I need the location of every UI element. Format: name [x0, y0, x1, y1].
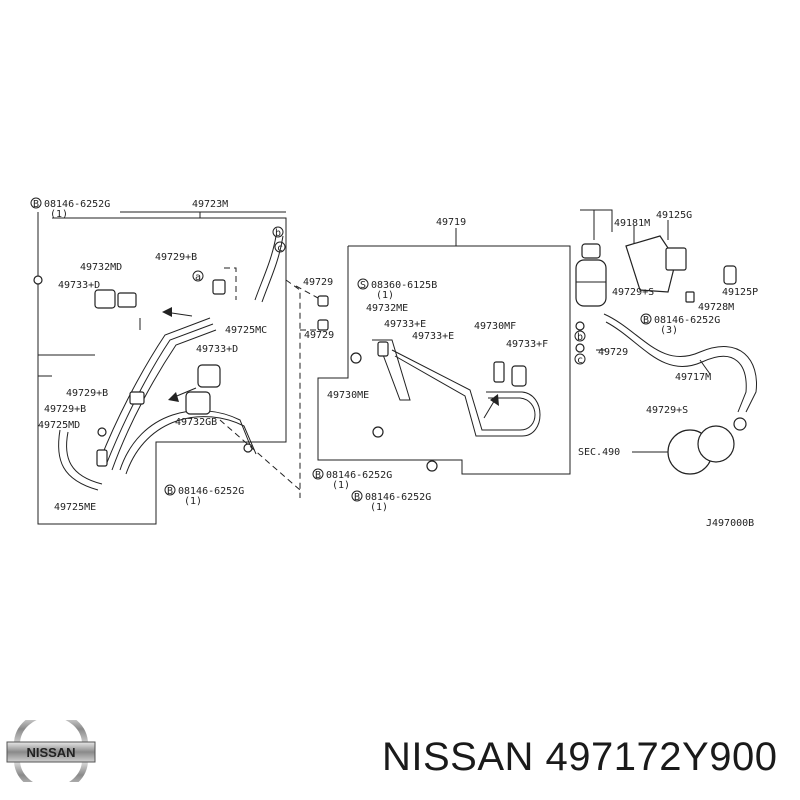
left-assembly: [33, 211, 301, 525]
mark-b: B: [33, 199, 39, 210]
part-label: 49732MD: [80, 262, 122, 273]
callout-letter: a: [195, 272, 201, 283]
part-label: 49732GB: [175, 417, 217, 428]
part-label: 08360-6125B: [371, 280, 437, 291]
callout-letter: c: [577, 355, 583, 366]
callout-letter: b: [275, 228, 281, 239]
part-label: 49733+D: [196, 344, 238, 355]
part-label: 49729+B: [155, 252, 197, 263]
part-label: 49728M: [698, 302, 734, 313]
logo-wordmark: NISSAN: [26, 745, 75, 760]
part-label: 49719: [436, 217, 466, 228]
part-label: 49725MD: [38, 420, 80, 431]
part-label: 49125G: [656, 210, 692, 221]
qty-label: (1): [332, 480, 350, 491]
part-label: 49723M: [192, 199, 228, 210]
right-assembly: [575, 209, 757, 475]
part-label: 49729+B: [44, 404, 86, 415]
qty-label: (1): [370, 502, 388, 513]
qty-label: (1): [50, 209, 68, 220]
mark-s: S: [360, 280, 366, 291]
part-label: 49732ME: [366, 303, 408, 314]
mark-b: B: [354, 492, 360, 503]
part-label: 49181M: [614, 218, 650, 229]
part-label: 49729+S: [612, 287, 654, 298]
part-label: 49733+E: [412, 331, 454, 342]
mark-b: B: [643, 315, 649, 326]
mark-b: B: [315, 470, 321, 481]
middle-assembly: [295, 228, 571, 475]
part-label: 08146-6252G: [365, 492, 431, 503]
part-label: 08146-6252G: [44, 199, 110, 210]
callout-letter: c: [277, 243, 283, 254]
part-number-title: NISSAN 497172Y900: [382, 735, 778, 779]
callout-letter: b: [577, 332, 583, 343]
mark-b: B: [167, 486, 173, 497]
nissan-logo: NISSAN: [6, 720, 96, 782]
part-label: 49733+F: [506, 339, 548, 350]
part-label: 49125P: [722, 287, 758, 298]
qty-label: (1): [184, 496, 202, 507]
part-label: 08146-6252G: [178, 486, 244, 497]
part-label: 49729+B: [66, 388, 108, 399]
part-label: 49729: [304, 330, 334, 341]
part-label: 08146-6252G: [326, 470, 392, 481]
labels: B 08146-6252G (1) 49723M 49732MD 49733+D…: [30, 197, 758, 529]
part-label: SEC.490: [578, 447, 620, 458]
part-label: 49730ME: [327, 390, 369, 401]
part-label: 49725ME: [54, 502, 96, 513]
diagram-code: J497000B: [706, 518, 754, 529]
part-label: 49733+E: [384, 319, 426, 330]
part-label: 49717M: [675, 372, 711, 383]
qty-label: (1): [376, 290, 394, 301]
part-label: 49729: [303, 277, 333, 288]
part-label: 49733+D: [58, 280, 100, 291]
part-label: 49729+S: [646, 405, 688, 416]
part-label: 49725MC: [225, 325, 267, 336]
part-label: 08146-6252G: [654, 315, 720, 326]
qty-label: (3): [660, 325, 678, 336]
part-label: 49729: [598, 347, 628, 358]
part-label: 49730MF: [474, 321, 516, 332]
